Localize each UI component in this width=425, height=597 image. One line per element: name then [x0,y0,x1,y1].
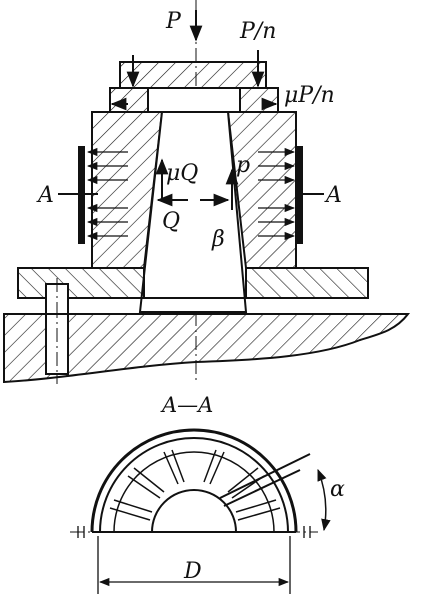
outer-half-ring [90,428,298,533]
label-alpha: α [330,477,345,502]
label-section-A-right: A [324,183,342,208]
outer-half-ring-inner [99,437,289,533]
angle-alpha-arc [317,468,331,532]
machine-table [3,313,411,384]
label-muQ: μQ [166,161,198,186]
label-Q: Q [162,209,180,234]
ring-right [239,87,279,113]
label-muP-over-n: μP/n [284,83,335,108]
ring-opening [147,87,241,113]
label-beta: β [211,227,225,252]
inner-hub [151,489,237,533]
label-p: p [236,153,250,178]
section-title: A—A [160,393,213,417]
pressure-arrows-left [86,147,128,241]
base-plate-right [245,267,369,299]
angle-slot-line-1 [219,453,311,499]
pressure-arrows-right [258,147,296,241]
angle-slot-line-2 [223,469,301,507]
label-section-A-left: A [36,183,54,208]
middle-half-ring [113,451,275,533]
base-plate-left [17,267,145,299]
label-P: P [165,9,182,34]
label-P-over-n: P/n [239,19,276,44]
ring-left [109,87,149,113]
top-plate [119,61,267,89]
label-D: D [183,559,202,584]
